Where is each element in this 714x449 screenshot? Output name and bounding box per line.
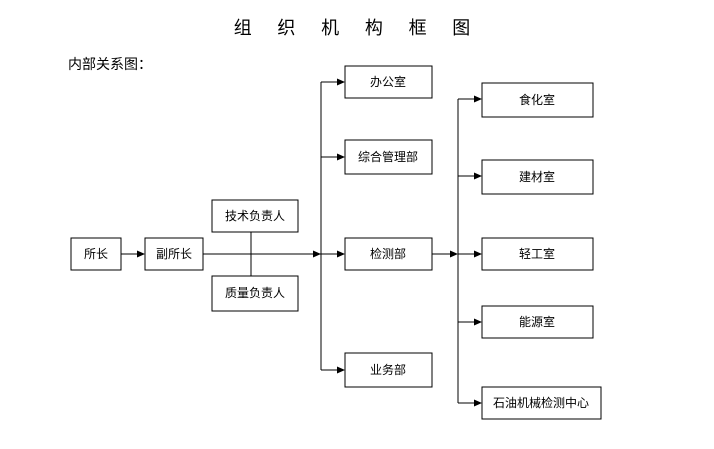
- diagram-subtitle: 内部关系图：: [68, 57, 152, 73]
- node-shiyou-label: 石油机械检测中心: [493, 395, 589, 410]
- node-nengyuan-label: 能源室: [519, 314, 555, 329]
- node-yewu-label: 业务部: [370, 362, 406, 377]
- arrow-to-qinggong: [474, 250, 482, 258]
- node-bangongshi-label: 办公室: [370, 74, 406, 89]
- diagram-title: 组 织 机 构 框 图: [233, 18, 481, 39]
- node-shiyou: 石油机械检测中心: [481, 386, 602, 420]
- arrow-to-shihua: [474, 95, 482, 103]
- node-zhiliang: 质量负责人: [211, 275, 299, 312]
- node-shihua-label: 食化室: [519, 92, 555, 107]
- node-bangongshi: 办公室: [344, 65, 433, 99]
- arrow-to-zonghe: [337, 153, 345, 161]
- node-fu-suozhang: 副所长: [144, 237, 204, 271]
- node-qinggong-label: 轻工室: [519, 246, 555, 261]
- node-zonghe-label: 综合管理部: [358, 149, 418, 164]
- node-zonghe: 综合管理部: [344, 139, 433, 175]
- node-qinggong: 轻工室: [481, 237, 594, 271]
- node-jiancai: 建材室: [481, 159, 594, 195]
- arrow-to-bangongshi: [337, 78, 345, 86]
- node-nengyuan: 能源室: [481, 305, 594, 339]
- arrow-jiance-labs: [450, 250, 458, 258]
- node-zhiliang-label: 质量负责人: [225, 286, 285, 300]
- arrow-to-yewu: [337, 366, 345, 374]
- node-jiance-label: 检测部: [370, 246, 406, 261]
- arrow-to-fusuozhang: [137, 250, 145, 258]
- arrow-to-jiancai: [474, 172, 482, 180]
- node-yewu: 业务部: [344, 352, 433, 388]
- node-jishu: 技术负责人: [211, 199, 299, 233]
- node-suozhang-label: 所长: [84, 247, 108, 261]
- node-jiance: 检测部: [344, 237, 433, 271]
- arrow-to-nengyuan: [474, 318, 482, 326]
- node-fu-suozhang-label: 副所长: [156, 247, 192, 261]
- arrow-to-shiyou: [474, 399, 482, 407]
- node-jiancai-label: 建材室: [519, 169, 555, 184]
- arrow-to-jiance: [337, 250, 345, 258]
- node-shihua: 食化室: [481, 82, 594, 118]
- node-jishu-label: 技术负责人: [225, 209, 285, 223]
- node-suozhang: 所长: [70, 237, 122, 271]
- arrow-main-line: [313, 250, 321, 258]
